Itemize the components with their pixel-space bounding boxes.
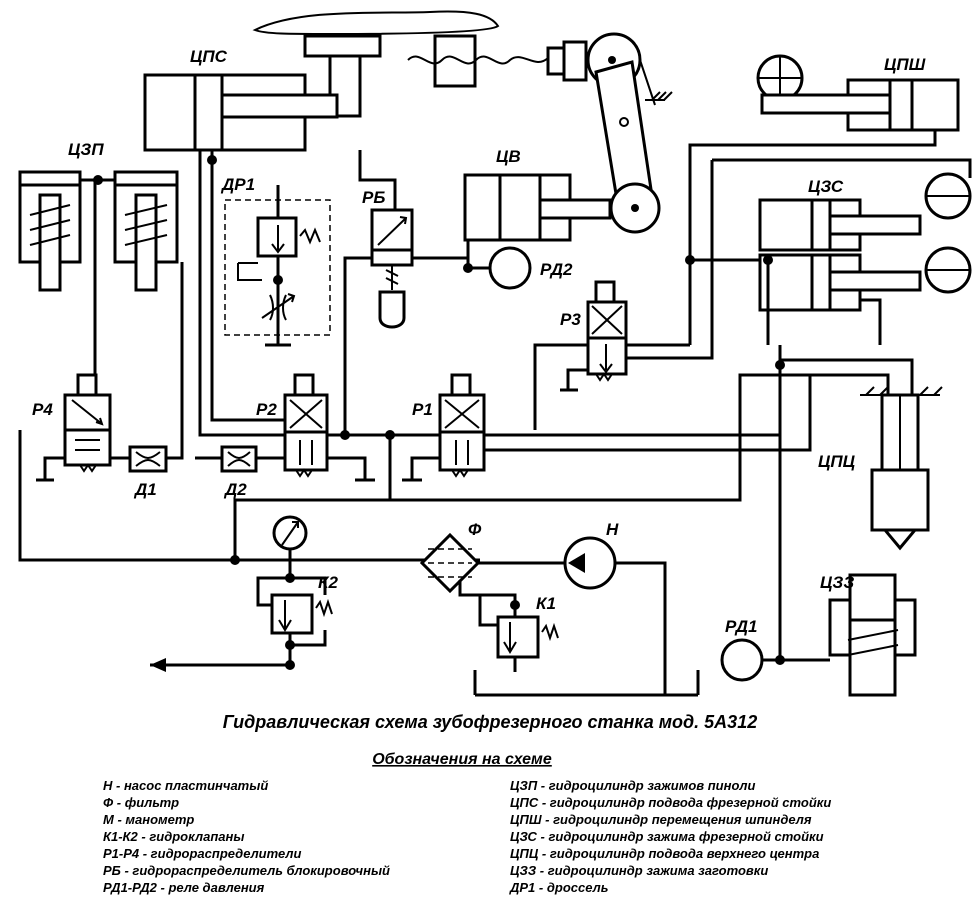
legend-item: ДР1 - дроссель	[509, 880, 608, 895]
valve-k1	[458, 580, 559, 672]
label-f: Ф	[468, 520, 482, 539]
legend-item: ЦПЦ - гидроцилиндр подвода верхнего цент…	[510, 846, 819, 861]
valve-r1	[402, 373, 812, 482]
legend-right: ЦЗП - гидроцилиндр зажимов пиноли ЦПС - …	[509, 778, 831, 895]
pressure-relay-rd2	[463, 240, 532, 290]
cylinder-cps	[143, 73, 339, 152]
legend-item: Р1-Р4 - гидрораспределители	[103, 846, 301, 861]
legend-title: Обозначения на схеме	[372, 751, 552, 768]
pump-station	[230, 515, 700, 697]
valve-r2	[198, 150, 440, 500]
label-r2: Р2	[256, 400, 277, 419]
cylinder-czs	[685, 158, 972, 345]
label-n: Н	[606, 520, 619, 539]
cylinder-cpc	[233, 358, 943, 560]
valve-r4	[18, 180, 480, 562]
label-czs: ЦЗС	[808, 177, 844, 196]
schematic-title: Гидравлическая схема зубофрезерного стан…	[223, 712, 757, 732]
label-rd1: РД1	[725, 617, 757, 636]
label-r1: Р1	[412, 400, 433, 419]
label-d1: Д1	[133, 480, 157, 499]
label-rd2: РД2	[540, 260, 573, 279]
label-dr1: ДР1	[220, 175, 255, 194]
label-czz: ЦЗЗ	[820, 573, 854, 592]
legend-item: ЦЗЗ - гидроцилиндр зажима заготовки	[510, 863, 768, 878]
legend-item: ЦПШ - гидроцилиндр перемещения шпинделя	[510, 812, 812, 827]
legend-item: К1-К2 - гидроклапаны	[103, 829, 244, 844]
cylinder-cv	[463, 173, 612, 242]
throttle-d1	[110, 262, 184, 473]
valve-rb	[343, 150, 468, 435]
legend-item: ЦЗС - гидроцилиндр зажима фрезерной стой…	[510, 829, 824, 844]
cylinder-czz	[775, 345, 917, 697]
cylinder-czp	[18, 170, 179, 292]
label-r3: Р3	[560, 310, 581, 329]
pressure-relay-rd1	[720, 638, 780, 682]
label-cv: ЦВ	[496, 147, 521, 166]
legend-item: РД1-РД2 - реле давления	[103, 880, 265, 895]
label-cpc: ЦПЦ	[818, 452, 856, 471]
legend-item: Ф - фильтр	[103, 795, 179, 810]
label-k2: К2	[318, 573, 338, 592]
valve-r3	[533, 280, 714, 430]
cylinder-cpsh	[688, 54, 960, 345]
valve-k2	[150, 576, 333, 672]
label-k1: К1	[536, 594, 556, 613]
crank-linkage	[546, 32, 673, 234]
machine-table	[252, 10, 549, 118]
legend-item: Н - насос пластинчатый	[103, 778, 268, 793]
label-r4: Р4	[32, 400, 53, 419]
legend-item: М - манометр	[103, 812, 194, 827]
legend-item: ЦПС - гидроцилиндр подвода фрезерной сто…	[510, 795, 831, 810]
label-czp: ЦЗП	[68, 140, 104, 159]
legend-item: РБ - гидрораспределитель блокировочный	[103, 863, 390, 878]
throttle-d2	[195, 445, 285, 473]
throttle-dr1	[224, 185, 331, 347]
label-cps: ЦПС	[190, 47, 228, 66]
label-cpsh: ЦПШ	[884, 55, 926, 74]
label-rb: РБ	[362, 188, 385, 207]
legend-left: Н - насос пластинчатый Ф - фильтр М - ма…	[103, 778, 390, 895]
legend-item: ЦЗП - гидроцилиндр зажимов пиноли	[510, 778, 755, 793]
label-d2: Д2	[223, 480, 247, 499]
